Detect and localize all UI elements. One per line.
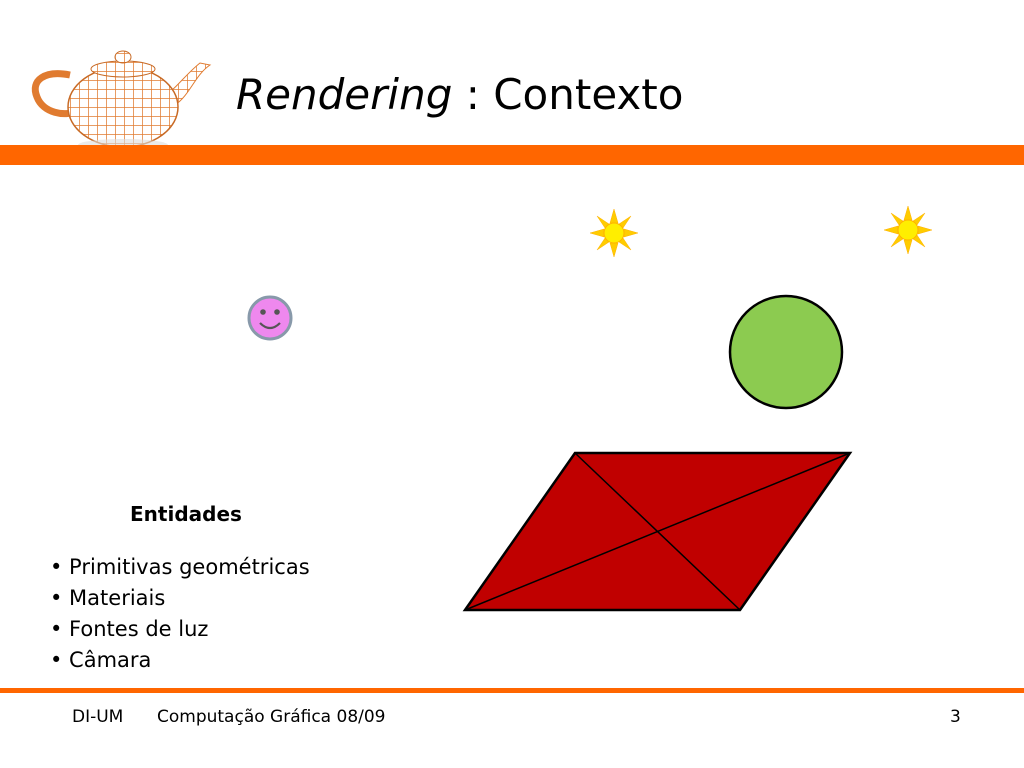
plane-shape bbox=[462, 451, 853, 612]
entities-heading: Entidades bbox=[130, 502, 242, 526]
title-underline-bar bbox=[0, 145, 1024, 165]
page-number: 3 bbox=[950, 707, 961, 727]
entities-list: • Primitivas geométricas • Materiais • F… bbox=[50, 552, 310, 676]
list-item: • Câmara bbox=[50, 648, 152, 672]
footer-divider-bar bbox=[0, 688, 1024, 693]
slide-title: Rendering : Contexto bbox=[236, 70, 683, 119]
slide-title-rest: : Contexto bbox=[452, 70, 684, 119]
list-item: • Primitivas geométricas bbox=[50, 555, 310, 579]
list-item: • Materiais bbox=[50, 586, 166, 610]
sun-icon bbox=[883, 205, 933, 255]
footer-course: Computação Gráfica 08/09 bbox=[157, 707, 386, 727]
footer-org: DI-UM bbox=[72, 707, 124, 727]
sphere-shape bbox=[728, 294, 844, 410]
slide-title-italic: Rendering bbox=[236, 70, 453, 119]
sun-icon bbox=[589, 208, 639, 258]
list-item: • Fontes de luz bbox=[50, 617, 209, 641]
smiley-icon bbox=[247, 295, 293, 341]
